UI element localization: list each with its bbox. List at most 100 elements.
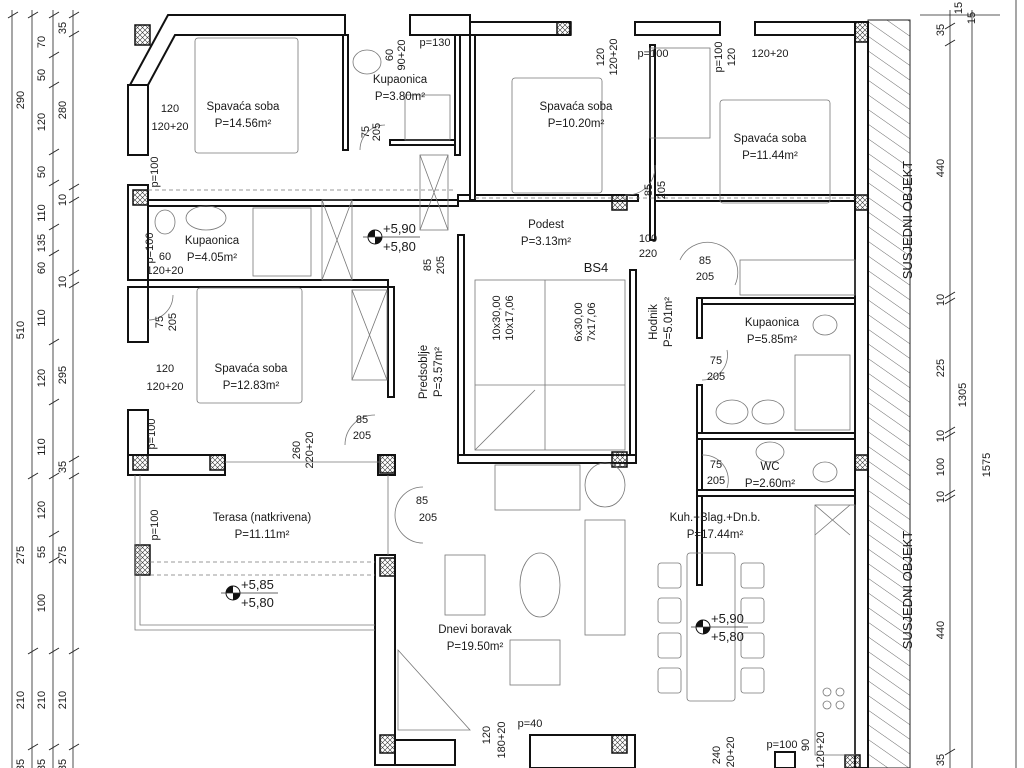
opening-dimension: 120 (595, 48, 607, 66)
neighbor-building-label: SUSJEDNI OBJEKT (900, 531, 915, 650)
room-name: Kupaonica (185, 235, 240, 247)
tv-unit (397, 648, 471, 731)
room-area: P=5.01m² (663, 297, 675, 347)
elevation-marker-icon (363, 229, 420, 245)
opening-dimension: 60 (159, 251, 171, 263)
shower (404, 94, 451, 141)
dimension-lines-left (7, 10, 80, 768)
opening-dimension: 205 (353, 430, 371, 442)
bed (719, 99, 831, 204)
opening-dimension: 220+20 (304, 431, 316, 468)
opening-dimension: 90 (800, 739, 812, 751)
elevation-bottom: +5,80 (711, 629, 744, 644)
kitchen-counter (814, 504, 856, 756)
opening-dimension: 75 (710, 459, 722, 471)
toilet (812, 461, 838, 483)
opening-dimension: 120+20 (608, 38, 620, 75)
coffee-table (519, 552, 561, 618)
dimension-label: 210 (15, 691, 27, 709)
dimension-label: 295 (57, 366, 69, 384)
room-area: P=17.44m² (687, 529, 744, 541)
dimension-label: 60 (36, 262, 48, 274)
room-area: P=11.11m² (235, 529, 290, 541)
opening-dimension: 85 (422, 259, 434, 271)
opening-dimension: 75 (710, 355, 722, 367)
opening-dimension: 220+20 (725, 736, 737, 768)
dimension-label: 110 (36, 204, 48, 222)
opening-dimension: p=100 (638, 48, 669, 60)
opening-dimension: 120 (481, 726, 493, 744)
room-area: P=11.44m² (742, 150, 798, 162)
opening-dimension: 85 (356, 414, 368, 426)
furniture (154, 37, 856, 756)
elevation-top: +5,85 (241, 577, 274, 592)
dimension-label: 510 (15, 321, 27, 339)
elevation-marker-icon (691, 619, 748, 635)
stair-treads (474, 279, 626, 451)
stair-flight-label: 6x30,00 (573, 302, 585, 341)
opening-dimension: p=100 (144, 233, 156, 264)
wardrobe (321, 199, 353, 281)
dimension-label: 1575 (981, 453, 993, 477)
dimension-label: 280 (57, 101, 69, 119)
dimension-label: 10 (935, 294, 947, 306)
sink (751, 399, 785, 425)
dimension-label: 290 (15, 91, 27, 109)
opening-dimension: 120+20 (815, 731, 827, 768)
dimension-label: 50 (36, 166, 48, 178)
dimension-label: 35 (57, 22, 69, 34)
room-name: Terasa (natkrivena) (213, 512, 312, 524)
room-area: P=3.13m² (521, 236, 571, 248)
opening-dimension: 120 (161, 103, 179, 115)
room-name: WC (760, 461, 779, 473)
bathtub-sink (352, 49, 382, 75)
dimension-label: 10 (935, 491, 947, 503)
dimension-label: 35 (15, 759, 27, 768)
room-area: P=14.56m² (215, 118, 272, 130)
dimension-label: 35 (935, 754, 947, 766)
dimension-label: 135 (36, 234, 48, 252)
room-name: Spavaća soba (734, 133, 807, 145)
dimension-label: 35 (935, 24, 947, 36)
dimension-label: 440 (935, 159, 947, 177)
opening-dimension: 85 (699, 255, 711, 267)
opening-dimension: p=100 (767, 739, 798, 751)
room-area: P=2.60m² (745, 478, 795, 490)
dimension-label: 210 (36, 691, 48, 709)
opening-dimension: 205 (167, 313, 179, 331)
dimension-label: 55 (36, 546, 48, 558)
sofa (494, 464, 581, 511)
opening-dimension: 205 (696, 271, 714, 283)
sink (755, 441, 785, 463)
room-name: Dnevi boravak (438, 624, 512, 636)
opening-dimension: 205 (656, 181, 668, 199)
room-name: Spavaća soba (215, 363, 288, 375)
walls (127, 14, 869, 768)
neighbor-building-hatch (867, 19, 911, 768)
armchair (444, 554, 486, 616)
dimension-label: 110 (36, 438, 48, 456)
dimension-label: 100 (935, 458, 947, 476)
shower (794, 354, 851, 431)
plan-labels: Spavaća sobaP=14.56m²KupaonicaP=3.80m²Sp… (15, 2, 993, 768)
opening-dimension: 205 (371, 123, 383, 141)
bed (194, 37, 299, 154)
opening-dimension: 260 (291, 441, 303, 459)
room-area: P=10.20m² (548, 118, 605, 130)
neighbor-building-label: SUSJEDNI OBJEKT (900, 161, 915, 280)
opening-dimension: p=130 (420, 37, 451, 49)
armchair-round (584, 462, 626, 508)
opening-dimension: p=100 (149, 510, 161, 541)
sink (185, 205, 227, 231)
toilet (154, 209, 176, 235)
dimension-label: 110 (36, 309, 48, 327)
opening-dimension: p=40 (518, 718, 543, 730)
dimension-label: 15 (966, 12, 978, 24)
dimension-label: 35 (57, 759, 69, 768)
dimension-label: 210 (57, 691, 69, 709)
room-area: P=12.83m² (223, 380, 280, 392)
opening-dimension: 120+20 (751, 48, 788, 60)
sink (715, 399, 749, 425)
stair-flight-label: 7x17,06 (586, 302, 598, 341)
